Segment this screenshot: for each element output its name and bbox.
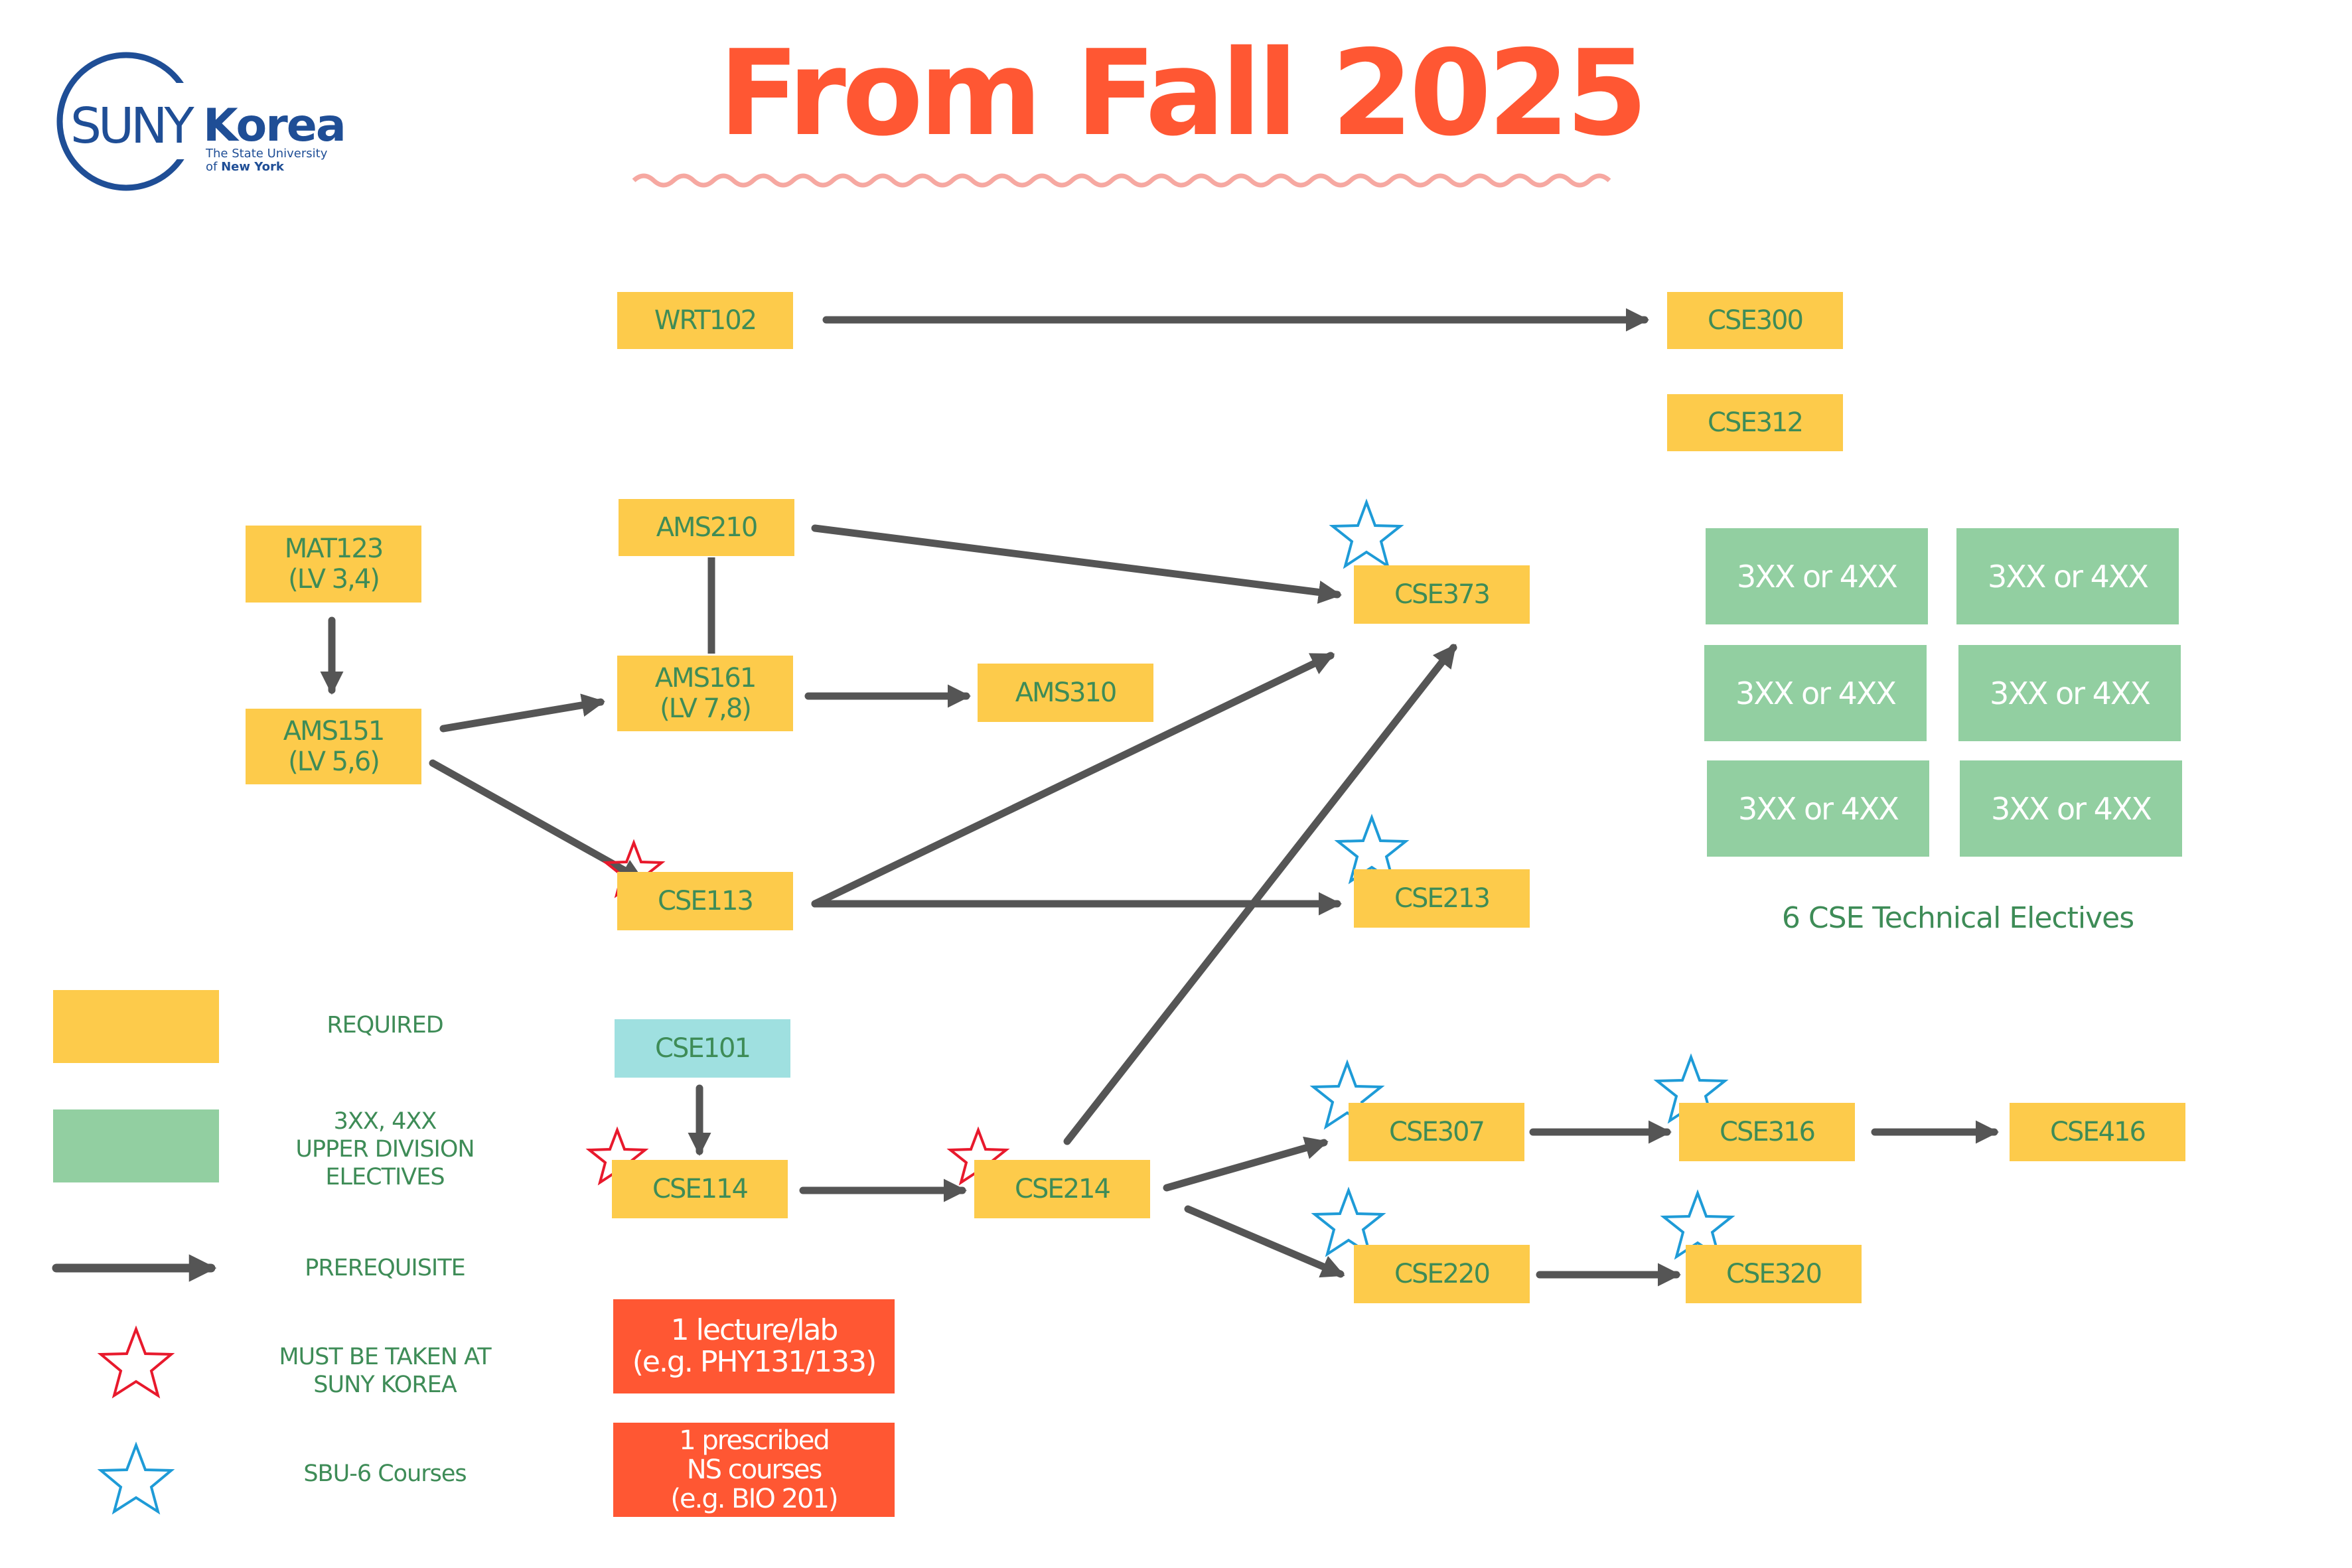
arrow-cse214-cse373 [1063, 644, 1457, 1145]
science-ns-line1: 1 prescribed [679, 1425, 830, 1456]
page-title: From Fall 2025 [718, 24, 1648, 162]
elective-slot[interactable]: 3XX or 4XX [1960, 760, 2182, 857]
arrow-cse113-cse373 [811, 652, 1335, 908]
legend-elective-swatch [53, 1109, 219, 1182]
legend-suny-line2: SUNY KOREA [313, 1372, 457, 1398]
arrow-cse214-cse307 [1163, 1136, 1329, 1192]
arrow-ams210-cse373 [811, 524, 1342, 604]
logo-tagline-2-bold: New York [221, 160, 284, 174]
arrow-cse214-cse220 [1184, 1205, 1345, 1278]
sbu-star-icon [1334, 814, 1410, 885]
course-mat123[interactable]: MAT123 (LV 3,4) [246, 526, 421, 603]
course-label: AMS310 [1015, 677, 1118, 708]
elective-label: 3XX or 4XX [1735, 675, 1897, 711]
science-ns-courses[interactable]: 1 prescribed NS courses (e.g. BIO 201) [613, 1423, 895, 1517]
sbu-star-icon [1309, 1059, 1385, 1130]
course-label: AMS161 [654, 663, 757, 693]
legend-required-swatch [53, 990, 219, 1063]
course-level: (LV 3,4) [288, 564, 380, 595]
sbu-star-icon [97, 1441, 175, 1515]
legend-elective-line3: ELECTIVES [325, 1164, 445, 1190]
course-label: CSE101 [655, 1033, 751, 1064]
course-label: CSE114 [652, 1174, 749, 1204]
course-ams161[interactable]: AMS161 (LV 7,8) [617, 656, 793, 731]
logo-tagline-2: of New York [206, 161, 284, 174]
course-cse213[interactable]: CSE213 [1354, 869, 1530, 928]
elective-label: 3XX or 4XX [1991, 790, 2152, 827]
course-label: CSE214 [1015, 1174, 1111, 1204]
course-cse114[interactable]: CSE114 [612, 1160, 788, 1218]
course-cse373[interactable]: CSE373 [1354, 565, 1530, 624]
course-level: (LV 7,8) [660, 693, 752, 724]
legend-elective-line2: UPPER DIVISION [295, 1136, 475, 1163]
course-label: CSE320 [1726, 1259, 1822, 1289]
science-lecture-lab[interactable]: 1 lecture/lab (e.g. PHY131/133) [613, 1299, 895, 1393]
course-label: AMS151 [283, 716, 386, 747]
legend-prerequisite-label: PREREQUISITE [305, 1255, 466, 1281]
legend-elective-line1: 3XX, 4XX [333, 1108, 437, 1135]
logo-circle-gap [174, 83, 206, 159]
arrow-ams151-cse113 [429, 759, 645, 883]
course-cse312[interactable]: CSE312 [1667, 394, 1843, 451]
elective-slot[interactable]: 3XX or 4XX [1958, 645, 2181, 741]
course-cse101[interactable]: CSE101 [615, 1019, 790, 1078]
course-label: MAT123 [284, 534, 384, 564]
logo-tagline-2-prefix: of [206, 160, 222, 174]
legend-suny-line1: MUST BE TAKEN AT [279, 1344, 491, 1370]
course-level: (LV 5,6) [288, 747, 380, 777]
legend-suny-label: MUST BE TAKEN AT SUNY KOREA [239, 1339, 531, 1403]
elective-slot[interactable]: 3XX or 4XX [1707, 760, 1929, 857]
course-cse300[interactable]: CSE300 [1667, 292, 1843, 349]
course-ams151[interactable]: AMS151 (LV 5,6) [246, 709, 421, 784]
sbu-star-icon [1660, 1189, 1735, 1260]
course-label: CSE316 [1720, 1117, 1816, 1147]
sbu-star-icon [1311, 1186, 1386, 1257]
course-wrt102[interactable]: WRT102 [617, 292, 793, 349]
elective-slot[interactable]: 3XX or 4XX [1704, 645, 1927, 741]
elective-label: 3XX or 4XX [1988, 558, 2149, 595]
course-cse416[interactable]: CSE416 [2010, 1103, 2185, 1161]
course-cse220[interactable]: CSE220 [1354, 1245, 1530, 1303]
suny-star-icon [97, 1325, 175, 1399]
course-label: CSE300 [1708, 305, 1804, 336]
course-label: CSE373 [1394, 579, 1491, 610]
arrow-ams151-ams161 [439, 693, 605, 733]
course-label: CSE220 [1394, 1259, 1491, 1289]
legend-required-label: REQUIRED [327, 1012, 443, 1038]
legend-sbu-label: SBU-6 Courses [303, 1461, 467, 1487]
title-wave-underline [632, 173, 1611, 188]
logo-brand-right: Korea [203, 100, 346, 152]
legend-elective-label: 3XX, 4XX UPPER DIVISION ELECTIVES [252, 1104, 518, 1194]
course-cse113[interactable]: CSE113 [617, 872, 793, 930]
elective-label: 3XX or 4XX [1737, 558, 1898, 595]
logo-brand-left: SUNY [70, 98, 194, 155]
course-cse307[interactable]: CSE307 [1349, 1103, 1524, 1161]
sbu-star-icon [1329, 498, 1404, 569]
elective-slot[interactable]: 3XX or 4XX [1706, 528, 1928, 624]
course-ams310[interactable]: AMS310 [978, 664, 1153, 722]
science-lab-line2: (e.g. PHY131/133) [632, 1345, 877, 1379]
electives-caption: 6 CSE Technical Electives [1781, 901, 2134, 935]
science-ns-line3: (e.g. BIO 201) [670, 1484, 838, 1514]
course-label: CSE312 [1708, 407, 1804, 438]
course-label: AMS210 [656, 512, 759, 543]
course-label: WRT102 [654, 305, 757, 336]
course-label: CSE113 [658, 886, 754, 916]
course-label: CSE307 [1389, 1117, 1485, 1147]
logo-tagline-1: The State University [206, 147, 328, 161]
course-cse214[interactable]: CSE214 [974, 1160, 1150, 1218]
science-lab-line1: 1 lecture/lab [670, 1313, 839, 1347]
course-ams210[interactable]: AMS210 [619, 499, 794, 556]
course-label: CSE416 [2050, 1117, 2146, 1147]
elective-label: 3XX or 4XX [1738, 790, 1899, 827]
course-cse316[interactable]: CSE316 [1679, 1103, 1855, 1161]
science-ns-line2: NS courses [686, 1455, 823, 1485]
course-cse320[interactable]: CSE320 [1686, 1245, 1862, 1303]
elective-slot[interactable]: 3XX or 4XX [1956, 528, 2179, 624]
elective-label: 3XX or 4XX [1990, 675, 2151, 711]
course-label: CSE213 [1394, 883, 1491, 914]
